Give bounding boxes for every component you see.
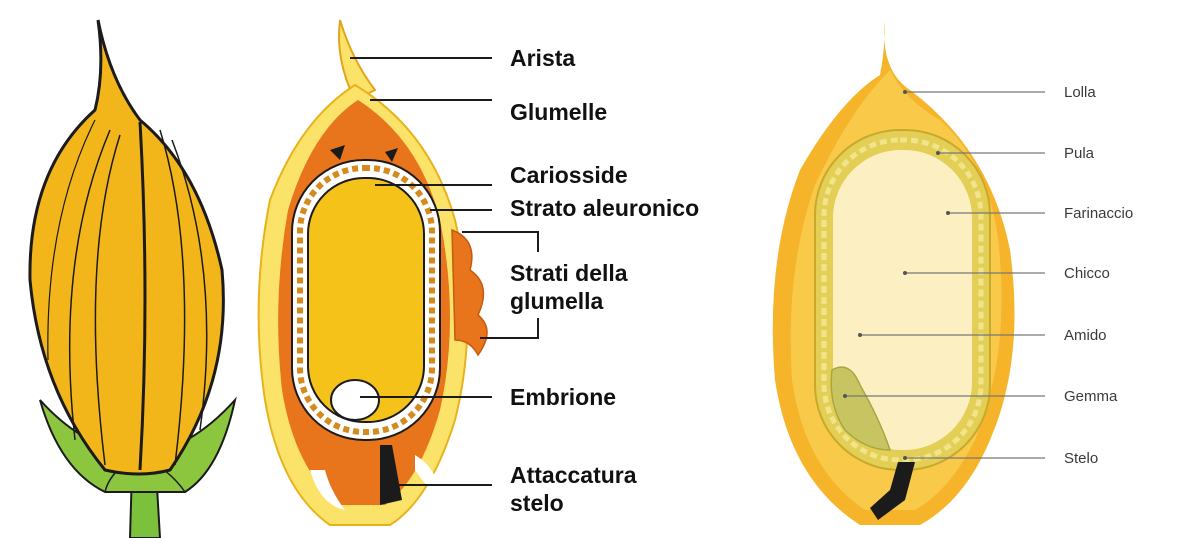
label-glumella: glumella	[510, 288, 604, 314]
label-gemma: Gemma	[1064, 388, 1118, 405]
label-attaccatura: Attaccatura	[510, 462, 637, 488]
label-lolla: Lolla	[1064, 84, 1096, 101]
label-farinaccio: Farinaccio	[1064, 205, 1133, 222]
grain-husk	[30, 20, 223, 474]
label-stelo-left: stelo	[510, 490, 564, 516]
label-amido: Amido	[1064, 327, 1107, 344]
label-chicco: Chicco	[1064, 265, 1110, 282]
label-pula: Pula	[1064, 145, 1095, 162]
label-stelo-right: Stelo	[1064, 450, 1098, 467]
label-strati-della: Strati della	[510, 260, 628, 286]
label-arista: Arista	[510, 45, 575, 71]
label-strato-aleuronico: Strato aleuronico	[510, 195, 699, 221]
whole-grain-illustration	[30, 20, 235, 538]
label-glumelle: Glumelle	[510, 99, 607, 125]
label-cariosside: Cariosside	[510, 162, 628, 188]
embryo-left	[331, 380, 379, 420]
grain-cross-section-left	[259, 20, 487, 525]
label-embrione: Embrione	[510, 384, 616, 410]
